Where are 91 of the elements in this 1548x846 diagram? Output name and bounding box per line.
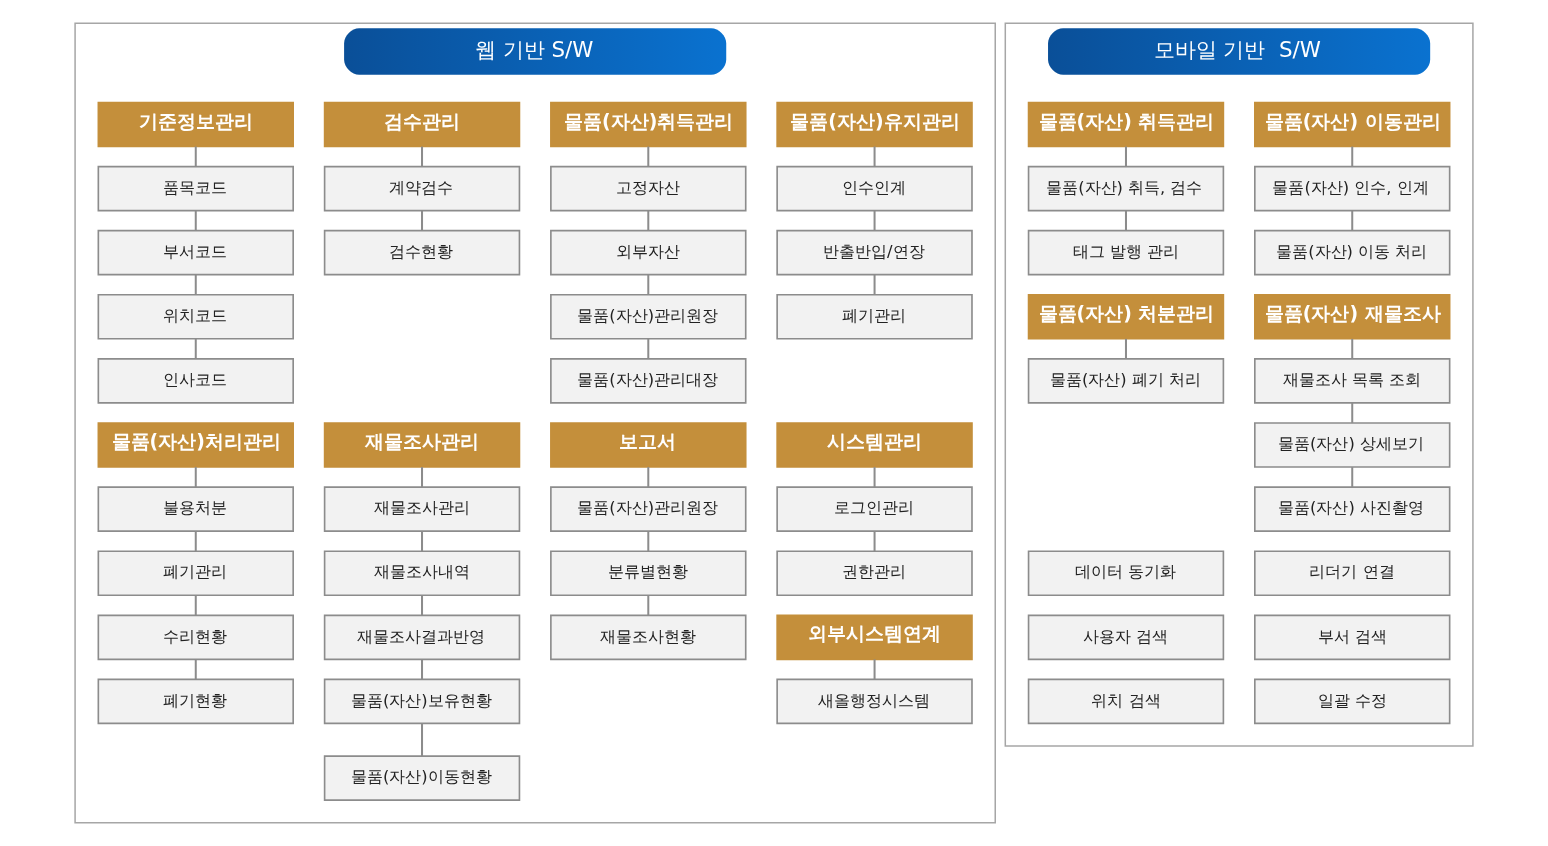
node-box: 폐기관리 xyxy=(97,550,294,597)
node-box: 물품(자산)관리원장 xyxy=(550,486,747,532)
connector xyxy=(421,146,424,167)
node-box: 물품(자산)관리원장 xyxy=(550,293,747,340)
node-box: 데이터 동기화 xyxy=(1027,550,1225,597)
connector xyxy=(421,467,424,487)
node-box: 계약검수 xyxy=(323,165,521,212)
connector xyxy=(421,595,424,616)
node-box: 시스템관리 xyxy=(776,422,973,468)
node-box: 재물조사내역 xyxy=(323,550,521,597)
node-box: 품목코드 xyxy=(97,165,294,212)
connector xyxy=(421,531,424,552)
node-box: 물품(자산) 인수, 인계 xyxy=(1254,165,1451,212)
node-box: 고정자산 xyxy=(550,165,747,212)
node-box: 물품(자산)처리관리 xyxy=(97,422,294,468)
node-box: 재물조사관리 xyxy=(323,422,521,468)
connector xyxy=(1124,338,1127,359)
node-box: 재물조사결과반영 xyxy=(323,614,521,661)
connector xyxy=(194,595,197,616)
connector xyxy=(1351,210,1354,231)
connector xyxy=(194,338,197,359)
node-box: 수리현황 xyxy=(97,614,294,661)
node-box: 물품(자산)관리대장 xyxy=(550,358,747,404)
connector xyxy=(1351,403,1354,423)
connector xyxy=(873,146,876,167)
node-box: 위치코드 xyxy=(97,293,294,340)
connector xyxy=(647,338,650,359)
node-box: 리더기 연결 xyxy=(1254,550,1451,597)
node-box: 재물조사 목록 조회 xyxy=(1254,358,1451,404)
connector xyxy=(194,659,197,680)
connector xyxy=(194,274,197,295)
node-box: 검수현황 xyxy=(323,229,521,276)
connector xyxy=(1124,210,1127,231)
node-box: 물품(자산) 이동관리 xyxy=(1254,101,1451,148)
node-box: 물품(자산)이동현황 xyxy=(323,755,521,801)
connector xyxy=(647,274,650,295)
connector xyxy=(647,210,650,231)
node-box: 로그인관리 xyxy=(776,486,973,532)
node-box: 외부시스템연계 xyxy=(776,614,973,661)
connector xyxy=(647,467,650,487)
node-box: 물품(자산)유지관리 xyxy=(776,101,973,148)
node-box: 기준정보관리 xyxy=(97,101,294,148)
node-box: 검수관리 xyxy=(323,101,521,148)
connector xyxy=(873,274,876,295)
node-box: 태그 발행 관리 xyxy=(1027,229,1225,276)
node-box: 보고서 xyxy=(550,422,747,468)
connector xyxy=(194,210,197,231)
node-box: 재물조사관리 xyxy=(323,486,521,532)
connector xyxy=(1351,338,1354,359)
node-box: 새올행정시스템 xyxy=(776,678,973,725)
connector xyxy=(647,531,650,552)
node-box: 불용처분 xyxy=(97,486,294,532)
node-box: 외부자산 xyxy=(550,229,747,276)
node-box: 물품(자산) 폐기 처리 xyxy=(1027,358,1225,404)
node-box: 인사코드 xyxy=(97,358,294,404)
connector xyxy=(647,146,650,167)
node-box: 사용자 검색 xyxy=(1027,614,1225,661)
connector xyxy=(873,659,876,680)
connector xyxy=(421,723,424,756)
connector xyxy=(873,467,876,487)
node-box: 물품(자산) 취득, 검수 xyxy=(1027,165,1225,212)
connector xyxy=(194,146,197,167)
connector xyxy=(1351,467,1354,487)
node-box: 물품(자산) 사진촬영 xyxy=(1254,486,1451,532)
node-box: 물품(자산) 처분관리 xyxy=(1027,293,1225,340)
connector xyxy=(1351,146,1354,167)
connector xyxy=(873,531,876,552)
node-box: 인수인계 xyxy=(776,165,973,212)
connector xyxy=(1124,146,1127,167)
node-box: 일괄 수정 xyxy=(1254,678,1451,725)
connector xyxy=(421,659,424,680)
node-box: 폐기관리 xyxy=(776,293,973,340)
connector xyxy=(194,531,197,552)
node-box: 물품(자산) 재물조사 xyxy=(1254,293,1451,340)
node-box: 권한관리 xyxy=(776,550,973,597)
connector xyxy=(873,210,876,231)
node-box: 재물조사현황 xyxy=(550,614,747,661)
node-box: 분류별현황 xyxy=(550,550,747,597)
node-box: 물품(자산)보유현황 xyxy=(323,678,521,725)
node-box: 폐기현황 xyxy=(97,678,294,725)
node-box: 물품(자산) 취득관리 xyxy=(1027,101,1225,148)
node-box: 부서코드 xyxy=(97,229,294,276)
node-box: 반출반입/연장 xyxy=(776,229,973,276)
node-box: 물품(자산) 상세보기 xyxy=(1254,422,1451,468)
node-box: 부서 검색 xyxy=(1254,614,1451,661)
connector xyxy=(647,595,650,616)
node-box: 물품(자산)취득관리 xyxy=(550,101,747,148)
connector xyxy=(421,210,424,231)
connector xyxy=(194,467,197,487)
node-box: 위치 검색 xyxy=(1027,678,1225,725)
node-box: 물품(자산) 이동 처리 xyxy=(1254,229,1451,276)
